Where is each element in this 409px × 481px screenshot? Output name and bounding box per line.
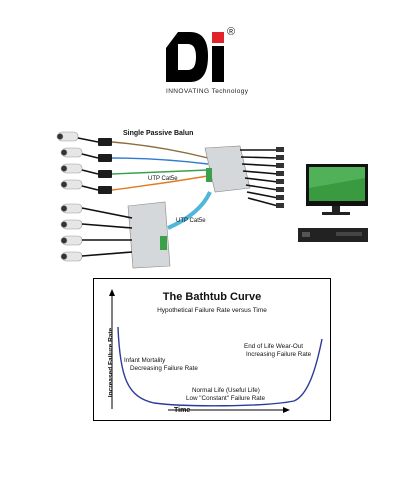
bathtub-curve-figure: The Bathtub Curve Hypothetical Failure R… [93,278,331,421]
diagram-illustration [56,131,368,269]
logo-mark [166,32,224,82]
hub-bottom [127,201,171,269]
bathtub-subtitle: Hypothetical Failure Rate versus Time [157,307,267,314]
infant-line-2: Decreasing Failure Rate [130,365,198,372]
normal-line-2: Low "Constant" Failure Rate [186,395,266,402]
cable-label-bottom: UTP Cat5e [176,218,206,224]
camera-icon [60,147,83,158]
wear-line-2: Increasing Failure Rate [246,351,312,358]
balun-icon [98,154,112,162]
infant-line-1: Infant Mortality [124,357,166,364]
wear-line-1: End of Life Wear-Out [244,343,304,350]
bathtub-plot [109,289,323,413]
infant-mortality-label: Infant Mortality Decreasing Failure Rate [124,357,198,373]
cat5e-cable [167,191,212,230]
balun-icon [98,138,112,146]
balun-group [98,138,112,194]
dvr-icon [298,228,368,242]
registered-mark: ® [227,26,236,38]
cctv-balun-diagram: Single Passive Balun UTP Cat5e UTP Cat5e [40,118,380,278]
cable-label-top: UTP Cat5e [148,176,178,182]
camera-icon [60,235,83,246]
y-axis-label: Increased Failure Rate [107,327,115,398]
camera-icon [60,203,83,214]
monitor-icon [306,164,368,215]
x-axis-label: Time [174,407,191,414]
normal-line-1: Normal Life (Useful Life) [192,387,260,394]
camera-icon [60,219,83,230]
wear-out-label: End of Life Wear-Out Increasing Failure … [244,343,311,359]
camera-icon [60,251,83,262]
x-axis-arrow [283,407,290,413]
brand-logo: ® INNOVATING Technology [150,24,260,102]
balun-label: Single Passive Balun [123,130,194,137]
camera-group [56,131,83,262]
logo-tagline: INNOVATING Technology [166,88,249,95]
bathtub-title: The Bathtub Curve [162,291,262,303]
y-axis-arrow [109,289,115,296]
normal-life-label: Normal Life (Useful Life) Low "Constant"… [186,387,265,403]
bathtub-curve-line [117,326,323,407]
balun-icon [98,186,112,194]
camera-icon [60,163,83,174]
hub-top [204,145,251,193]
camera-icon [56,131,79,142]
camera-icon [60,179,83,190]
balun-icon [98,170,112,178]
